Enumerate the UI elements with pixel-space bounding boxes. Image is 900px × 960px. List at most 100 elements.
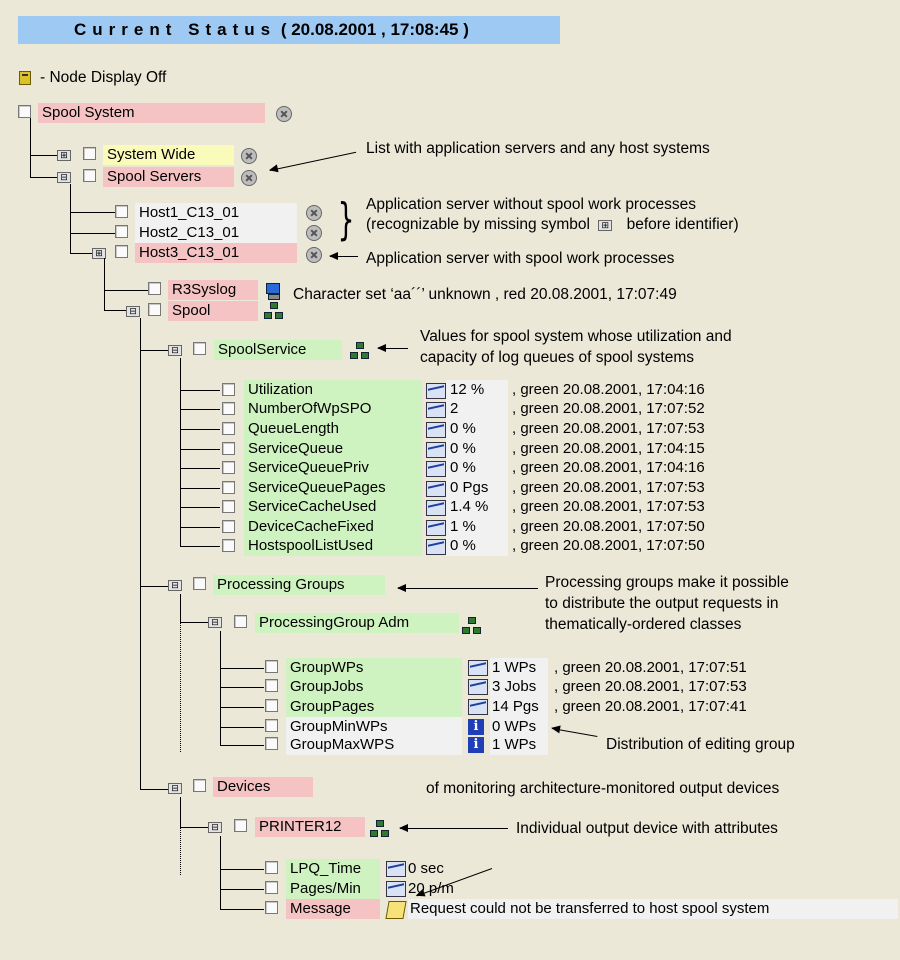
metric-name[interactable]: ServiceQueuePriv — [244, 458, 422, 478]
tree-line — [220, 668, 264, 669]
annotation-arrow — [329, 252, 358, 260]
collapse-toggle[interactable]: ⊞ — [92, 248, 106, 259]
spool-checkbox[interactable] — [148, 303, 161, 316]
metric-value: 1.4 % — [446, 497, 508, 517]
processing-groups-checkbox[interactable] — [193, 577, 206, 590]
host1-checkbox[interactable] — [115, 205, 128, 218]
node-spool-service[interactable]: SpoolService — [214, 340, 342, 360]
collapse-toggle[interactable]: ⊟ — [168, 580, 182, 591]
metric-checkbox[interactable] — [265, 881, 278, 894]
metric-status: , green 20.08.2001, 17:07:52 — [512, 400, 705, 417]
metric-checkbox[interactable] — [222, 442, 235, 455]
monitor-icon — [264, 282, 282, 300]
metric-checkbox[interactable] — [222, 402, 235, 415]
metric-name[interactable]: QueueLength — [244, 419, 422, 439]
info-icon: i — [468, 719, 484, 735]
metric-name[interactable]: DeviceCacheFixed — [244, 517, 422, 537]
metric-name[interactable]: ServiceQueue — [244, 439, 422, 459]
chart-icon — [426, 402, 446, 418]
annotation-arrow — [397, 584, 538, 592]
annotation-spool-service-2: capacity of log queues of spool systems — [420, 349, 694, 366]
metric-checkbox[interactable] — [222, 500, 235, 513]
node-host1[interactable]: Host1_C13_01 — [135, 203, 297, 223]
spool-servers-checkbox[interactable] — [83, 169, 96, 182]
collapse-toggle[interactable]: ⊟ — [126, 306, 140, 317]
spool-system-checkbox[interactable] — [18, 105, 31, 118]
metric-checkbox[interactable] — [222, 539, 235, 552]
tree-line — [180, 468, 220, 469]
chart-icon — [426, 442, 446, 458]
node-devices[interactable]: Devices — [213, 777, 313, 797]
collapse-toggle[interactable]: ⊟ — [168, 783, 182, 794]
metric-value: 0 sec — [408, 860, 444, 877]
metric-name[interactable]: GroupJobs — [286, 677, 462, 697]
node-printer12[interactable]: PRINTER12 — [255, 817, 365, 837]
metric-value: 0 % — [446, 419, 508, 439]
title-label: Current Status — [74, 20, 277, 39]
processing-group-adm-checkbox[interactable] — [234, 615, 247, 628]
metric-name[interactable]: ServiceCacheUsed — [244, 497, 422, 517]
metric-value: 3 Jobs — [490, 677, 548, 697]
collapse-toggle[interactable]: ⊟ — [57, 172, 71, 183]
metric-name[interactable]: GroupMaxWPS — [286, 735, 462, 755]
host3-checkbox[interactable] — [115, 245, 128, 258]
metric-name[interactable]: ServiceQueuePages — [244, 478, 422, 498]
annotation-no-spool-2b: before identifier) — [626, 216, 739, 233]
gray-x-circle-icon — [306, 247, 322, 263]
metric-checkbox[interactable] — [265, 861, 278, 874]
host2-checkbox[interactable] — [115, 225, 128, 238]
metric-name[interactable]: Utilization — [244, 380, 422, 400]
tree-line — [180, 429, 220, 430]
metric-name[interactable]: Message — [286, 899, 380, 919]
metric-checkbox[interactable] — [265, 660, 278, 673]
annotation-arrow — [399, 824, 508, 832]
devices-checkbox[interactable] — [193, 779, 206, 792]
collapse-toggle[interactable]: ⊟ — [168, 345, 182, 356]
system-wide-checkbox[interactable] — [83, 147, 96, 160]
metric-value: 0 % — [446, 536, 508, 556]
annotation-arrow — [551, 728, 598, 737]
annotation-arrow — [377, 344, 408, 352]
metric-checkbox[interactable] — [265, 901, 278, 914]
node-spool-servers[interactable]: Spool Servers — [103, 167, 234, 187]
gray-x-circle-icon — [241, 148, 257, 164]
node-spool[interactable]: Spool — [168, 301, 258, 321]
metric-value: 0 Pgs — [446, 478, 508, 498]
tree-line — [220, 687, 264, 688]
metric-checkbox[interactable] — [222, 383, 235, 396]
network-icon — [350, 342, 369, 359]
metric-name[interactable]: GroupPages — [286, 697, 462, 717]
r3syslog-checkbox[interactable] — [148, 282, 161, 295]
metric-checkbox[interactable] — [222, 520, 235, 533]
metric-name[interactable]: GroupWPs — [286, 658, 462, 678]
node-system-wide[interactable]: System Wide — [103, 145, 234, 165]
metric-checkbox[interactable] — [222, 422, 235, 435]
collapse-toggle[interactable]: ⊟ — [208, 617, 222, 628]
node-processing-groups[interactable]: Processing Groups — [213, 575, 385, 595]
metric-checkbox[interactable] — [265, 737, 278, 750]
printer12-checkbox[interactable] — [234, 819, 247, 832]
metric-checkbox[interactable] — [222, 481, 235, 494]
metric-name[interactable]: LPQ_Time — [286, 859, 380, 879]
expand-toggle[interactable]: ⊞ — [57, 150, 71, 161]
node-r3syslog[interactable]: R3Syslog — [168, 280, 258, 300]
metric-checkbox[interactable] — [265, 699, 278, 712]
gray-x-circle-icon — [306, 225, 322, 241]
spool-service-checkbox[interactable] — [193, 342, 206, 355]
metric-name[interactable]: HostspoolListUsed — [244, 536, 422, 556]
metric-checkbox[interactable] — [265, 719, 278, 732]
annotation-editing-group: Distribution of editing group — [606, 736, 795, 753]
metric-checkbox[interactable] — [265, 679, 278, 692]
annotation-arrow — [269, 151, 357, 171]
metric-name[interactable]: GroupMinWPs — [286, 717, 462, 737]
metric-name[interactable]: NumberOfWpSPO — [244, 399, 422, 419]
collapse-toggle[interactable]: ⊟ — [208, 822, 222, 833]
node-spool-system[interactable]: Spool System — [38, 103, 265, 123]
metric-name[interactable]: Pages/Min — [286, 879, 380, 899]
tree-line — [220, 707, 264, 708]
node-processing-group-adm[interactable]: ProcessingGroup Adm — [255, 613, 459, 633]
metric-checkbox[interactable] — [222, 461, 235, 474]
node-host3[interactable]: Host3_C13_01 — [135, 243, 297, 263]
node-host2[interactable]: Host2_C13_01 — [135, 223, 297, 243]
tree-line — [220, 909, 264, 910]
